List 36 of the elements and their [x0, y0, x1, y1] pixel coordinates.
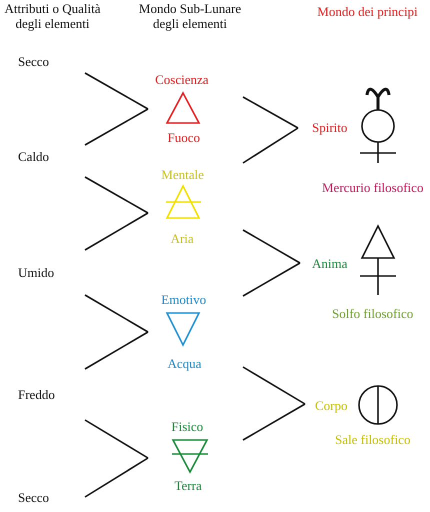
- column-heading: Attributi o Qualità degli elementi: [3, 1, 102, 31]
- connector-line: [84, 457, 148, 498]
- node-caption: Fuoco: [168, 130, 200, 145]
- connector-line: [84, 419, 148, 459]
- connector-line: [84, 294, 148, 333]
- node-label: Fisico: [171, 419, 204, 434]
- node-caption: Aria: [170, 231, 194, 246]
- connector-line: [84, 108, 148, 146]
- node-label: Umido: [18, 265, 54, 280]
- node-label: Spirito: [312, 120, 348, 135]
- node-caption: Solfo filosofico: [332, 306, 414, 321]
- node-label: Secco: [18, 54, 50, 69]
- node-label: Coscienza: [155, 72, 209, 87]
- connector-line: [242, 127, 298, 164]
- node-label: Caldo: [18, 149, 50, 164]
- column-heading: Mondo Sub-Lunare degli elementi: [138, 1, 242, 31]
- node-caption: Sale filosofico: [335, 432, 410, 447]
- connector-line: [242, 366, 306, 405]
- connector-line: [242, 96, 298, 129]
- column-heading: Mondo dei principi: [316, 4, 419, 19]
- connector-line: [84, 331, 148, 370]
- connector-line: [84, 72, 148, 110]
- node-caption: Mercurio filosofico: [322, 180, 424, 195]
- connector-line: [84, 212, 148, 251]
- node-label: Emotivo: [161, 292, 206, 307]
- node-caption: Terra: [174, 478, 202, 493]
- connector-line: [242, 403, 306, 441]
- node-caption: Acqua: [168, 356, 202, 371]
- node-label: Secco: [18, 490, 50, 505]
- connector-line: [84, 176, 148, 214]
- node-label: Freddo: [18, 387, 55, 402]
- node-label: Anima: [312, 256, 348, 271]
- node-label: Corpo: [315, 398, 348, 413]
- node-label: Mentale: [161, 167, 204, 182]
- connector-line: [242, 229, 300, 264]
- connector-line: [242, 262, 300, 297]
